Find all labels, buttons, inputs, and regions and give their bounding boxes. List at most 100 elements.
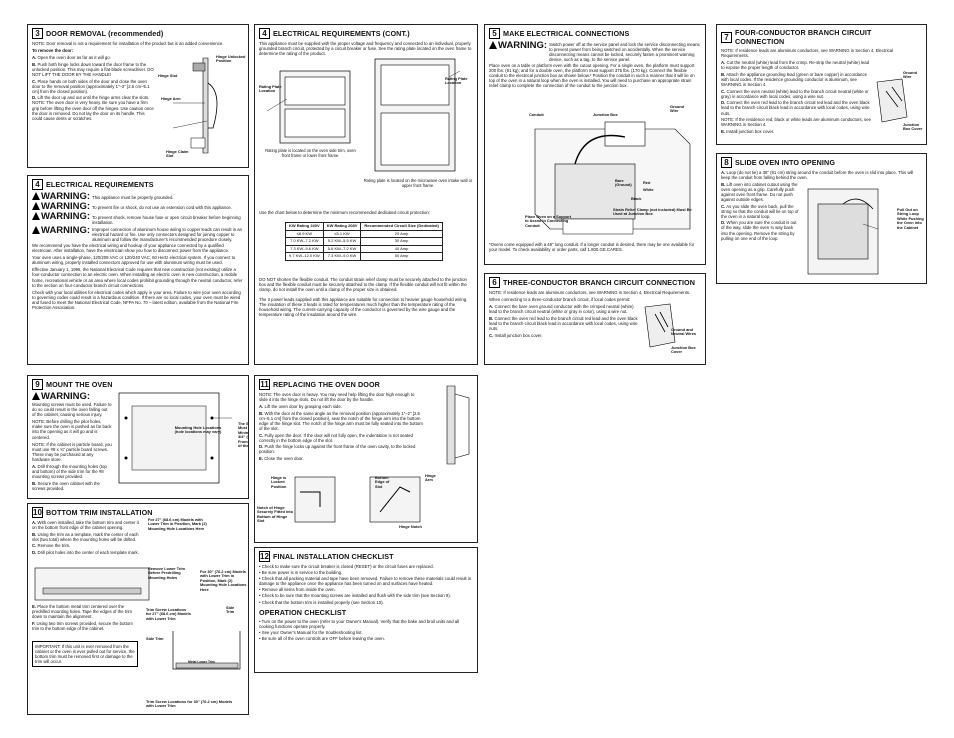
checklist-item: Be sure all of the oven controls are OFF…: [259, 636, 473, 641]
side-trim-label: Side Trim: [226, 605, 235, 615]
trim-illustration-top: [34, 567, 150, 601]
step: B. Push both hinge locks down toward the…: [32, 61, 154, 77]
warning-triangle-icon: [32, 226, 40, 234]
section-title: SLIDE OVEN INTO OPENING: [735, 158, 836, 167]
warning-aluminum: WARNING:Improper connection of aluminum …: [32, 226, 244, 242]
conduit-label: Conduit: [529, 112, 544, 117]
paragraph: Place oven on a table or platform even w…: [489, 63, 695, 89]
hinge-detail-illustration: [294, 476, 421, 523]
note: NOTE: Door removal is not a requirement …: [32, 41, 224, 46]
junction-box-illustration: [534, 121, 691, 235]
note: NOTE: Before drilling the pilot holes, m…: [32, 419, 112, 440]
section-number: 12: [259, 551, 270, 562]
checklist-item: Check to be sure that the mounting screw…: [259, 593, 473, 598]
step: E. Install junction box cover.: [721, 129, 775, 135]
section-title: MAKE ELECTRICAL CONNECTIONS: [503, 29, 630, 38]
trim-screw-27-label: Trim Screw Locations for 27" (68.6 cm) M…: [146, 607, 191, 621]
step: D. Connect the oven red lead to the bran…: [721, 100, 870, 116]
step: C. As you slide the oven back, pull the …: [721, 203, 799, 219]
trim-30-label: For 30" (76.2 cm) Models with Lower Trim…: [200, 569, 247, 592]
step: A. Cut the neutral (white) lead from the…: [721, 60, 870, 71]
screw-distance-label: The Screws Must Be a Minimum of 3/4" (6 …: [238, 421, 249, 449]
junction-box-cover-label: Junction Box Cover: [903, 122, 923, 132]
section-title: MOUNT THE OVEN: [46, 380, 113, 389]
subtitle: To remove the door:: [32, 48, 74, 54]
hole-locations-label: Mounting Hole Locations (hole locations …: [174, 425, 222, 435]
step: A. Loop (do not tie) a 36" (91 cm) strin…: [721, 170, 914, 181]
section-number: 9: [32, 379, 43, 390]
section-number: 4: [259, 28, 270, 39]
black-wire-label: Black: [631, 196, 642, 201]
junction-box-cover-label: Junction Box Cover: [671, 345, 696, 355]
hinge-locked-label: Hinge is Locked Position: [271, 475, 287, 489]
junction-box-wiring-icon: [644, 303, 676, 348]
step: E. Close the oven door.: [259, 456, 304, 462]
footnote: *Ovens come equipped with a 48" long con…: [489, 242, 695, 253]
section-number: 7: [721, 31, 732, 43]
door-hinge-illustration: [172, 57, 218, 154]
section-number: 5: [489, 28, 500, 39]
step: B. Connect the oven red lead to the bran…: [489, 315, 638, 332]
warning-power-off: WARNING:Switch power off at the service …: [489, 41, 701, 62]
warning-triangle-icon: [32, 202, 40, 210]
hinge-slot-label: Hinge Slot: [158, 73, 178, 78]
step: B. Secure the oven cabinet with the scre…: [32, 480, 100, 491]
section-title: BOTTOM TRIM INSTALLATION: [46, 508, 153, 517]
note: NOTE: If the residence red, black or whi…: [721, 117, 871, 128]
warning-grounded: WARNING:This appliance must be properly …: [32, 192, 244, 201]
caption: Rating plate is located on the microwave…: [363, 178, 473, 188]
section-title: THREE-CONDUCTOR BRANCH CIRCUIT CONNECTIO…: [503, 278, 696, 287]
step: C. Connect the oven neutral (white) lead…: [721, 88, 869, 99]
trim-27-label: For 27" (68.6 cm) Models with Lower Trim…: [148, 517, 207, 531]
section-title: DOOR REMOVAL (recommended): [46, 29, 164, 38]
rating-plate-label: Rating Plate Location: [445, 76, 468, 86]
checklist-item: Check to make sure the circuit breaker i…: [259, 564, 473, 569]
step: C. Fully open the door. If the door will…: [259, 432, 413, 443]
checklist-item: Check that the bottom trim is installed …: [259, 600, 473, 605]
hinge-unlocked-label: Hinge Unlocked Position: [216, 54, 246, 64]
section-title: REPLACING THE OVEN DOOR: [273, 380, 380, 389]
metal-lower-trim-label: Metal Lower Trim: [188, 660, 215, 664]
ground-neutral-label: Ground and Neutral Wires: [671, 327, 697, 337]
ground-wire-label: Ground Wire: [670, 104, 685, 114]
checklist-item: Remove all items from inside the oven.: [259, 587, 473, 592]
step: B. Using the trim as a template, mark th…: [32, 531, 139, 542]
step: D. Drill pilot holes into the center of …: [32, 549, 139, 555]
important-box: IMPORTANT: If this unit is ever removed …: [32, 641, 138, 668]
microwave-combo-illustration: [374, 58, 461, 172]
warning-triangle-icon: [489, 41, 497, 49]
paragraph: When connecting to a three-conductor bra…: [489, 297, 631, 303]
note: NOTE: If residence leads are aluminum co…: [489, 290, 691, 295]
hinge-arm-label: Hinge Arm: [425, 473, 436, 483]
caption: Rating plate is located on the oven side…: [265, 148, 356, 158]
warning-extension-cord: WARNING:To prevent fire or shock, do not…: [32, 202, 244, 211]
red-wire-label: Red: [643, 180, 651, 185]
side-trim-label: Side Trim: [146, 636, 164, 641]
warning-triangle-icon: [32, 192, 40, 200]
place-oven-label: Place Oven on a Support to Assist in Con…: [525, 214, 572, 228]
string-loop-label: Pull Out on String Loop While Pushing th…: [897, 207, 924, 230]
step: C. Install junction box cover.: [489, 332, 543, 338]
checklist-item: Check that all packing material and tape…: [259, 576, 473, 586]
chart-intro: Use the chart below to determine the min…: [259, 210, 431, 215]
hinge-arm-label: Hinge Arm: [161, 96, 181, 101]
section-title: ELECTRICAL REQUIREMENTS: [46, 180, 154, 189]
remove-trim-label: Remove Lower Trim Before Predrilling Mou…: [148, 566, 185, 580]
hinge-notch-label: Hinge Notch: [399, 524, 422, 529]
step: D. When you are sure the conduit is out …: [721, 220, 797, 241]
strain-relief-label: Strain Relief Clamp (not included) Must …: [613, 207, 692, 217]
hinge-claim-label: Hinge Claim Slot: [166, 149, 189, 159]
